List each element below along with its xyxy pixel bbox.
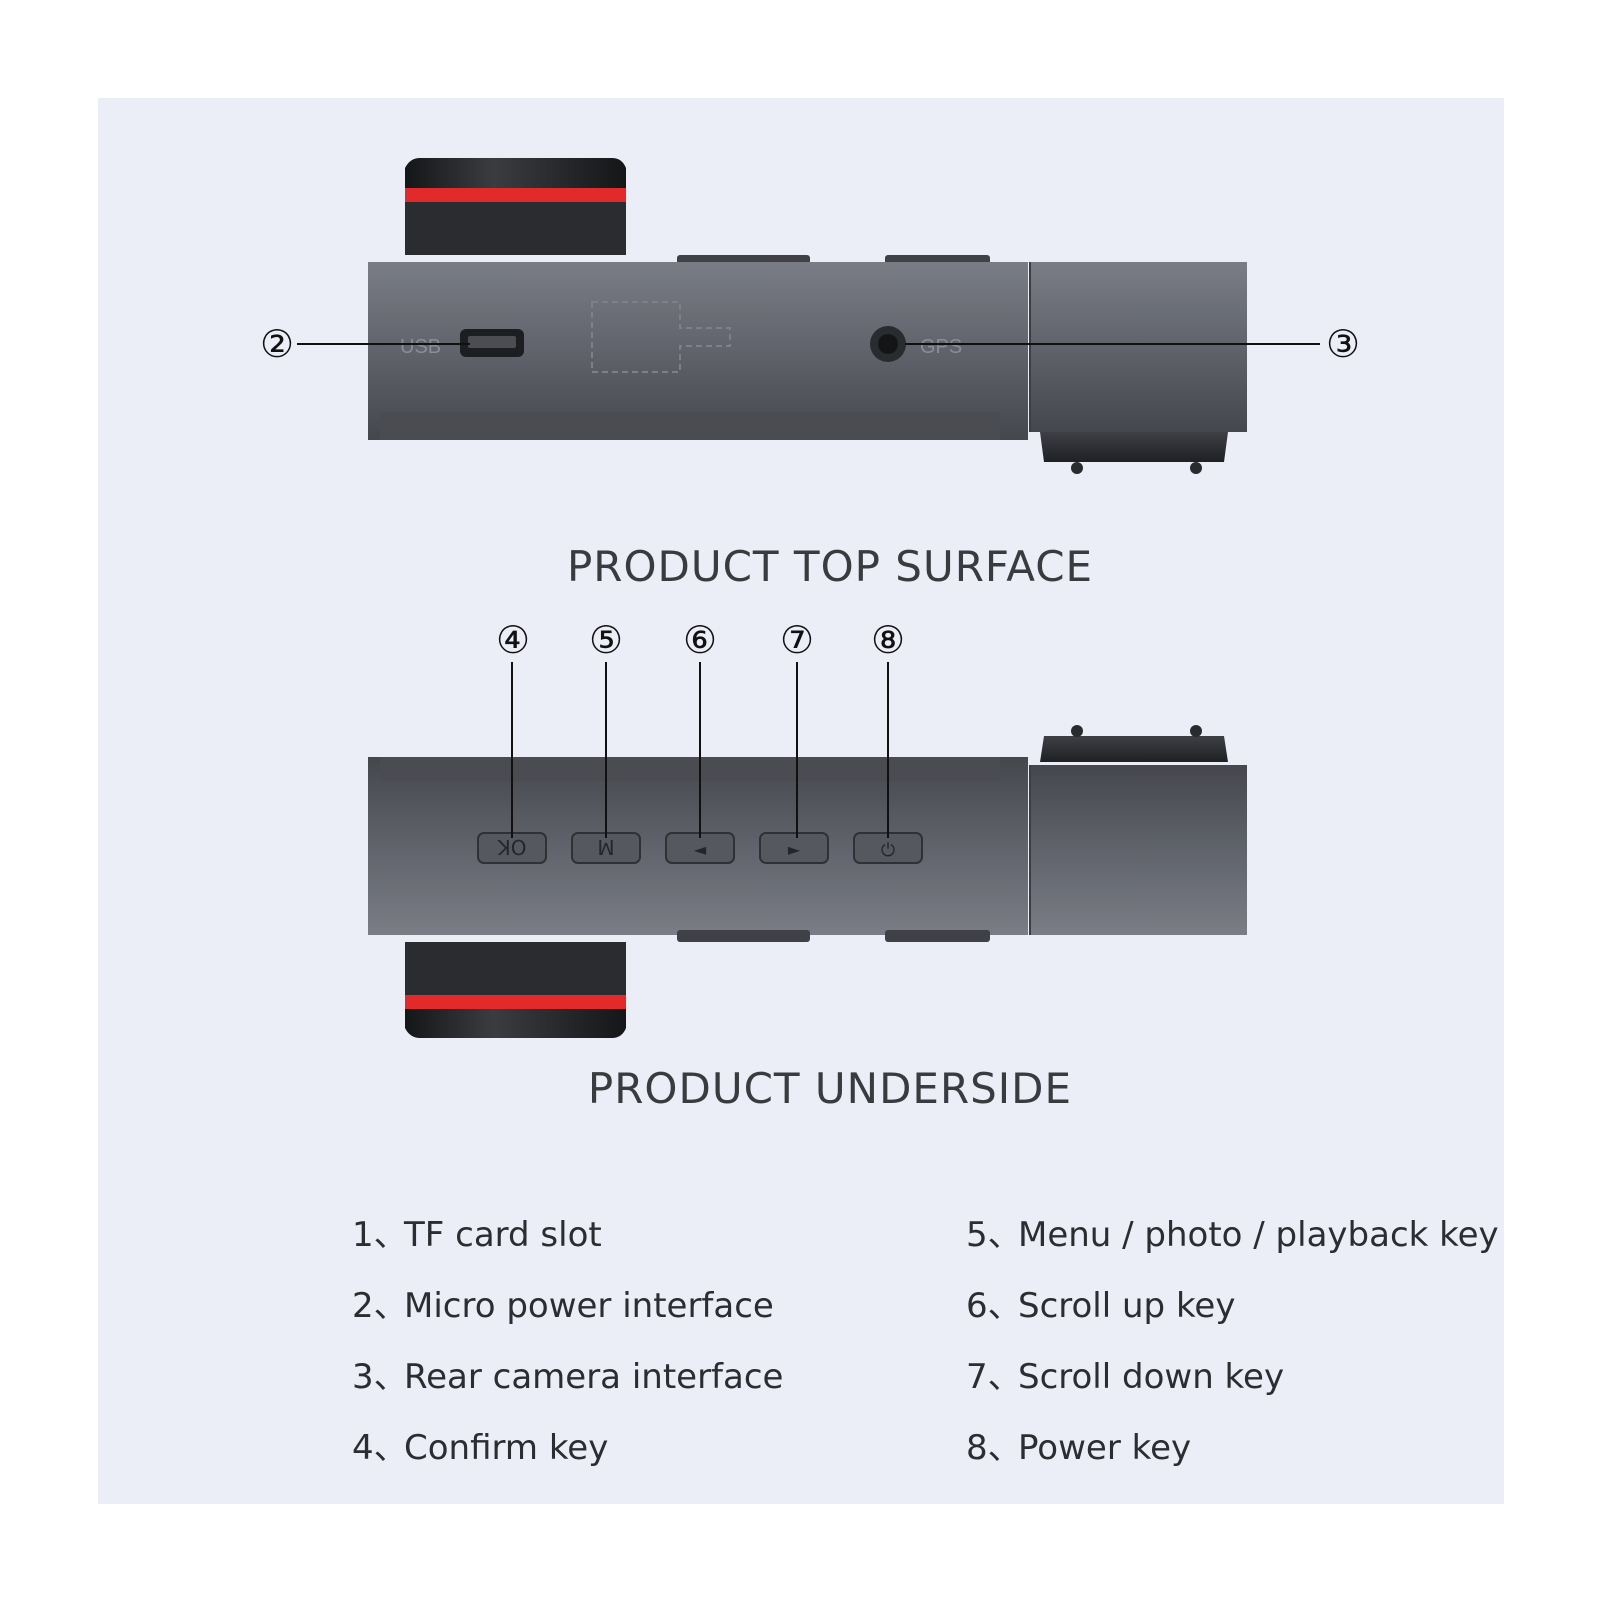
legend-text: Scroll down key xyxy=(1018,1357,1285,1397)
legend-number: 7、 xyxy=(966,1357,1022,1397)
underside-device: OK M ◄ ► ⏻ ④ ⑤ ⑥ ⑦ ⑧ xyxy=(368,618,1247,1038)
mount-underside xyxy=(1040,725,1228,762)
callout-2: ② xyxy=(260,322,294,366)
legend-number: 2、 xyxy=(352,1286,408,1326)
legend-text: Rear camera interface xyxy=(404,1357,784,1397)
legend-item: 3、Rear camera interface xyxy=(352,1349,783,1420)
key-power[interactable]: ⏻ xyxy=(853,832,923,864)
legend-text: Micro power interface xyxy=(404,1286,774,1326)
legend-number: 1、 xyxy=(352,1215,408,1255)
legend-item: 2、Micro power interface xyxy=(352,1278,783,1349)
key-menu-label: M xyxy=(597,835,614,859)
legend-left: 1、TF card slot 2、Micro power interface 3… xyxy=(352,1207,783,1491)
legend-item: 6、Scroll up key xyxy=(966,1278,1499,1349)
tf-card-outline xyxy=(591,301,731,373)
key-ok-label: OK xyxy=(497,835,527,859)
callout-6: ⑥ xyxy=(683,618,717,662)
device-rear-segment-top xyxy=(1030,262,1247,432)
legend-text: Confirm key xyxy=(404,1428,609,1468)
front-lens-underside xyxy=(405,942,626,1038)
legend-number: 5、 xyxy=(966,1215,1022,1255)
section-title-underside: PRODUCT UNDERSIDE xyxy=(587,1064,1073,1113)
callout-4: ④ xyxy=(496,618,530,662)
legend-item: 5、Menu / photo / playback key xyxy=(966,1207,1499,1278)
key-scroll-down[interactable]: ► xyxy=(759,832,829,864)
legend-right: 5、Menu / photo / playback key 6、Scroll u… xyxy=(966,1207,1499,1491)
lens-red-stripe xyxy=(405,188,626,202)
usb-label: USB xyxy=(400,336,441,358)
legend-item: 1、TF card slot xyxy=(352,1207,783,1278)
legend-text: TF card slot xyxy=(404,1215,602,1255)
legend-item: 4、Confirm key xyxy=(352,1420,783,1491)
gps-label: GPS xyxy=(920,336,962,358)
callout-8: ⑧ xyxy=(871,618,905,662)
legend-item: 7、Scroll down key xyxy=(966,1349,1499,1420)
legend-number: 3、 xyxy=(352,1357,408,1397)
front-lens-top xyxy=(405,158,626,255)
legend-text: Scroll up key xyxy=(1018,1286,1236,1326)
legend-text: Power key xyxy=(1018,1428,1192,1468)
mount-top xyxy=(1040,432,1228,474)
legend-number: 6、 xyxy=(966,1286,1022,1326)
device-rear-segment-underside xyxy=(1030,765,1247,935)
legend-item: 8、Power key xyxy=(966,1420,1499,1491)
callout-3: ③ xyxy=(1326,322,1360,366)
gps-port xyxy=(870,326,906,362)
key-scroll-up-icon: ◄ xyxy=(694,840,707,859)
top-surface-device: USB GPS ② ③ xyxy=(260,158,1360,474)
callout-7: ⑦ xyxy=(780,618,814,662)
power-icon: ⏻ xyxy=(881,840,895,861)
legend-number: 8、 xyxy=(966,1428,1022,1468)
callout-5: ⑤ xyxy=(589,618,623,662)
legend-text: Menu / photo / playback key xyxy=(1018,1215,1499,1255)
key-scroll-down-icon: ► xyxy=(788,840,801,859)
usb-port xyxy=(460,329,524,357)
lens-red-stripe-underside xyxy=(405,995,626,1009)
legend-number: 4、 xyxy=(352,1428,408,1468)
section-title-top: PRODUCT TOP SURFACE xyxy=(566,542,1094,591)
